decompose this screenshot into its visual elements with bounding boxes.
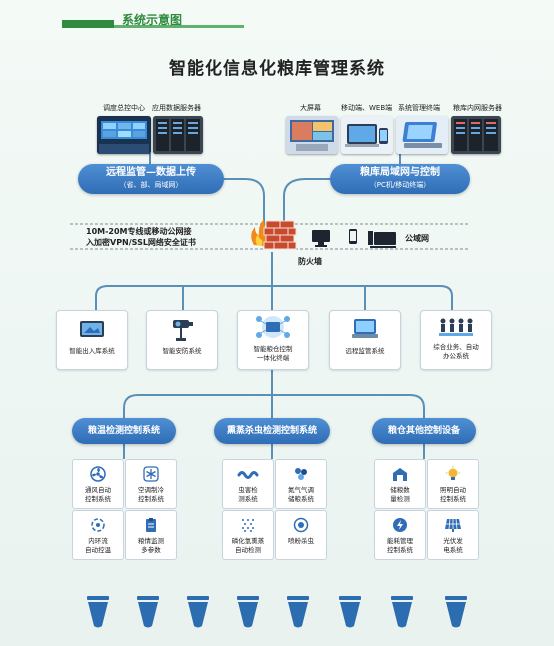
energy-icon — [393, 518, 407, 532]
sub-item-stock-quantity: 储粮数 量检测 — [374, 459, 426, 509]
system-card-integrated: 智能粮仓控制 一体化终端 — [237, 310, 309, 370]
security-camera-icon — [173, 320, 193, 341]
circulation-icon — [91, 518, 105, 532]
system-label-remote: 远程监管系统 — [345, 347, 385, 355]
section-label: 系统示意图 — [122, 13, 183, 27]
grain-silo-icon — [390, 596, 414, 628]
system-card-office: 综合业务、自动 办公系统 — [420, 310, 492, 370]
mobile-web-image — [341, 116, 393, 154]
clipboard-icon — [146, 518, 156, 532]
sub-item-powder-spray: 喷粉杀虫 — [275, 510, 327, 560]
devices-icon — [312, 229, 396, 248]
grain-silo-icon — [444, 596, 468, 628]
intranet-server-image — [451, 116, 501, 154]
office-people-icon — [439, 318, 473, 336]
truck-entry-icon — [80, 321, 104, 337]
grain-silo-icon — [136, 596, 160, 628]
label-app-server: 应用数据服务器 — [152, 104, 201, 112]
category-pill-fumigation: 熏蒸杀虫检测控制系统 — [214, 418, 330, 444]
mobile-web-icon — [341, 116, 393, 154]
remote-monitor-icon — [352, 319, 378, 338]
firewall-icon — [251, 219, 297, 250]
page-title: 智能化信息化粮库管理系统 — [169, 59, 385, 79]
lightbulb-icon — [446, 466, 460, 480]
system-label-security: 智能安防系统 — [162, 347, 202, 355]
control-center-screen-icon — [97, 116, 151, 154]
integrated-terminal-icon — [256, 316, 290, 338]
grain-silo-icon — [338, 596, 362, 628]
network-description: 10M-20M专线或移动公网接 入加密VPN/SSL网络安全证书 — [86, 227, 196, 247]
public-network-label: 公域网 — [405, 234, 429, 243]
category-pill-grain-temp: 粮温检测控制系统 — [72, 418, 176, 444]
firewall — [246, 213, 298, 253]
remote-supervision-pill: 远程监管—数据上传 （省、部、局域网） — [78, 164, 224, 194]
server-rack-icon — [451, 116, 501, 154]
server-rack-icon — [153, 116, 203, 154]
grain-silo-icon — [186, 596, 210, 628]
label-control-center: 调度总控中心 — [103, 104, 145, 112]
sub-item-lighting-control: 照明自动 控制系统 — [427, 459, 479, 509]
system-label-integrated: 智能粮仓控制 一体化终端 — [253, 345, 293, 362]
grain-silo-icon — [286, 596, 310, 628]
grain-silo-icon — [86, 596, 110, 628]
grain-silo-icon — [236, 596, 260, 628]
sub-item-solar-power: 光伏发 电系统 — [427, 510, 479, 560]
sub-item-phosphine-fumigation: 磷化氢熏蒸 自动检测 — [222, 510, 274, 560]
sub-item-internal-circulation: 内环流 自动控温 — [72, 510, 124, 560]
sub-item-grain-monitoring: 粮情监测 多参数 — [125, 510, 177, 560]
snowflake-icon — [143, 466, 159, 482]
system-card-security: 智能安防系统 — [146, 310, 218, 370]
warehouse-icon — [393, 468, 407, 481]
worm-icon — [237, 471, 259, 479]
fan-icon — [90, 466, 106, 482]
system-label-entry: 智能出入库系统 — [69, 347, 115, 355]
sub-item-nitrogen-storage: 氮气气调 储粮系统 — [275, 459, 327, 509]
sub-item-pest-detection: 虫害检 测系统 — [222, 459, 274, 509]
fumigation-icon — [242, 519, 254, 532]
label-intranet-server: 粮库内网服务器 — [453, 104, 502, 112]
public-net-devices — [312, 229, 402, 253]
system-card-entry: 智能出入库系统 — [56, 310, 128, 370]
nitrogen-icon — [295, 468, 307, 480]
app-server-image — [153, 116, 203, 154]
sub-item-energy-management: 能耗管理 控制系统 — [374, 510, 426, 560]
lan-control-pill: 粮库局域网与控制 （PC机/移动终端） — [330, 164, 470, 194]
control-center-image — [97, 116, 151, 154]
label-mobile-web: 移动端、WEB端 — [341, 104, 393, 112]
firewall-label: 防火墙 — [298, 257, 322, 266]
sub-item-air-conditioning: 空调制冷 控制系统 — [125, 459, 177, 509]
header-accent-bar — [62, 20, 244, 28]
big-screen-image — [286, 116, 338, 154]
silo-row — [0, 596, 554, 632]
big-screen-icon — [286, 116, 338, 154]
sub-item-ventilation: 通风自动 控制系统 — [72, 459, 124, 509]
solar-panel-icon — [445, 518, 461, 532]
category-pill-other-devices: 粮仓其他控制设备 — [372, 418, 476, 444]
system-label-office: 综合业务、自动 办公系统 — [433, 343, 479, 360]
management-terminal-image — [396, 116, 448, 154]
spray-icon — [293, 517, 309, 533]
system-card-remote: 远程监管系统 — [329, 310, 401, 370]
management-terminal-icon — [396, 116, 448, 154]
label-management-terminal: 系统管理终端 — [398, 104, 440, 112]
label-big-screen: 大屏幕 — [300, 104, 321, 112]
